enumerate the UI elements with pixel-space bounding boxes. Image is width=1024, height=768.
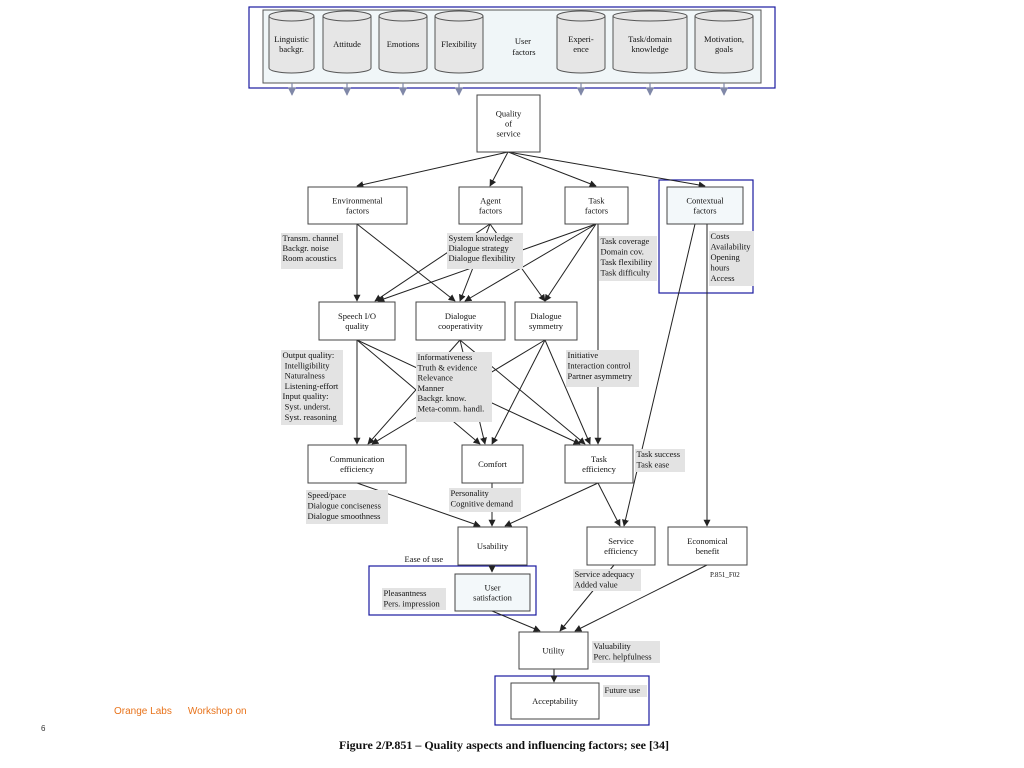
node-label: Utility [542, 646, 565, 656]
note-text: Output quality: Intelligibility Naturaln… [283, 350, 339, 422]
figure-code: P.851_F02 [710, 571, 740, 579]
user-factor-label: Emotions [387, 39, 420, 49]
note-n_speech: Output quality: Intelligibility Naturaln… [281, 350, 343, 425]
figure-caption: Figure 2/P.851 – Quality aspects and inf… [339, 738, 669, 752]
note-text: Ease of use [405, 554, 444, 564]
note-text: Future use [605, 685, 641, 695]
satisfaction-frame [368, 565, 537, 616]
footer-orange: Orange Labs Workshop on [114, 706, 254, 717]
user-factor-arrows [287, 83, 729, 96]
node-usab: Usability [457, 526, 528, 566]
footer-company: Orange Labs [114, 706, 172, 717]
acceptability-frame [494, 675, 650, 726]
user-factor-c3: Emotions [378, 10, 428, 74]
user-factor-label: Attitude [333, 39, 361, 49]
node-label: Acceptability [532, 696, 579, 706]
user-factor-c2: Attitude [322, 10, 372, 74]
page-number: 6 [41, 724, 46, 733]
node-accept: Acceptability [510, 682, 600, 720]
node-utility: Utility [518, 631, 589, 670]
node-label: Comfort [478, 459, 507, 469]
user-factor-label: Motivation,goals [704, 34, 744, 54]
user-factor-label: Flexibility [441, 39, 477, 49]
footer-event: Workshop on [187, 706, 247, 717]
user-factors-label: User factors [512, 36, 535, 57]
user-factor-label: Experi-ence [568, 34, 594, 54]
node-comfort: Comfort [461, 444, 524, 484]
user-factor-c5: Experi-ence [556, 10, 606, 74]
note-n_accept: Future use [603, 685, 647, 697]
user-factor-c7: Motivation,goals [694, 10, 754, 74]
node-label: Usability [477, 541, 509, 551]
user-factor-c4: Flexibility [434, 10, 484, 74]
note-n_usab: Ease of use [405, 554, 444, 564]
